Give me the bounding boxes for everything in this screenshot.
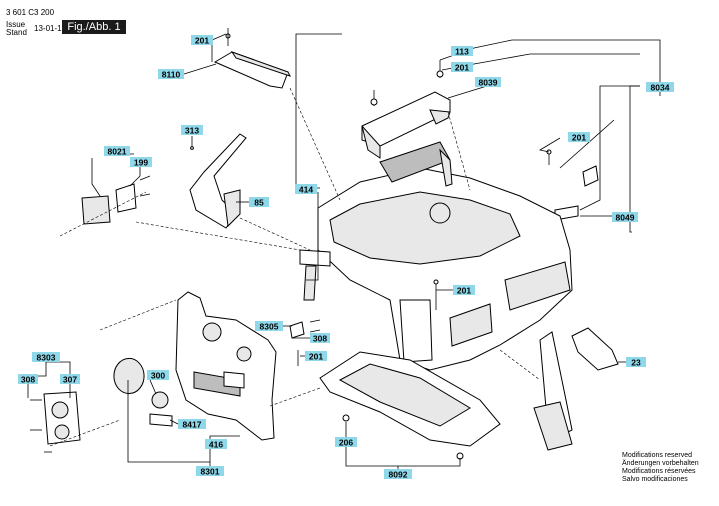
svg-text:201: 201 (455, 63, 469, 73)
svg-text:8303: 8303 (37, 353, 56, 363)
tag-313: 313 (181, 125, 203, 136)
tag-8417: 8417 (178, 419, 206, 430)
tag-308-a: 308 (310, 333, 330, 344)
tag-416: 416 (205, 439, 227, 450)
tag-8092: 8092 (384, 469, 412, 480)
clip-drawing (546, 149, 599, 221)
front-panel-drawing (113, 291, 277, 441)
tag-8303: 8303 (32, 352, 60, 363)
tag-307: 307 (60, 374, 80, 385)
note-en: Modifications reserved (622, 452, 693, 459)
tag-201-c: 201 (568, 132, 590, 143)
main-housing-drawing (317, 141, 573, 371)
svg-text:414: 414 (299, 185, 313, 195)
tag-414: 414 (295, 184, 317, 195)
side-handle-drawing (533, 327, 619, 451)
svg-text:307: 307 (63, 375, 77, 385)
tag-8021: 8021 (104, 146, 130, 157)
svg-text:8034: 8034 (651, 83, 670, 93)
svg-text:85: 85 (254, 198, 264, 208)
issue-date: 13-01-15 (34, 24, 67, 33)
tag-23: 23 (626, 357, 646, 368)
cord-hook-drawing (189, 133, 247, 229)
issue-label: Issue (6, 20, 26, 29)
tag-8034: 8034 (646, 82, 674, 93)
svg-text:8301: 8301 (201, 467, 220, 477)
top-bracket-drawing (361, 60, 451, 159)
modifications-note: Modifications reserved Änderungen vorbeh… (622, 452, 699, 484)
side-latch-drawing (299, 249, 331, 301)
svg-text:8417: 8417 (183, 420, 202, 430)
tag-206: 206 (335, 437, 357, 448)
tag-300: 300 (147, 370, 169, 381)
base-plate-drawing (319, 351, 501, 460)
svg-text:201: 201 (195, 36, 209, 46)
tag-308-b: 308 (18, 374, 38, 385)
small-clamp-drawing (289, 319, 321, 366)
svg-text:201: 201 (457, 286, 471, 296)
svg-text:8021: 8021 (108, 147, 127, 157)
tag-8301: 8301 (196, 466, 224, 477)
svg-text:206: 206 (339, 438, 353, 448)
assembly-dash-lines (49, 87, 541, 447)
part-code: 3 601 C3 200 (6, 8, 55, 17)
svg-text:8039: 8039 (479, 78, 498, 88)
tag-113: 113 (451, 46, 473, 57)
tag-201-b: 201 (451, 62, 473, 73)
svg-text:8110: 8110 (162, 70, 181, 80)
svg-text:313: 313 (185, 126, 199, 136)
note-fr: Modifications réservées (622, 468, 696, 475)
svg-text:308: 308 (21, 375, 35, 385)
tag-199: 199 (130, 157, 152, 168)
svg-text:201: 201 (572, 133, 586, 143)
tag-85: 85 (249, 197, 269, 208)
tag-8110: 8110 (158, 69, 184, 80)
note-de: Änderungen vorbehalten (622, 460, 699, 467)
stand-label: Stand (6, 28, 27, 37)
tag-201-e: 201 (305, 351, 327, 362)
svg-text:199: 199 (134, 158, 148, 168)
note-es: Salvo modificaciones (622, 476, 688, 483)
rear-bracket-drawing (30, 391, 81, 453)
tag-8305: 8305 (255, 321, 283, 332)
figure-label: Fig./Abb. 1 (62, 20, 126, 34)
svg-text:8092: 8092 (389, 470, 408, 480)
tag-201-top: 201 (191, 35, 213, 46)
carry-handle-drawing (213, 28, 291, 89)
tag-201-d: 201 (453, 285, 475, 296)
svg-text:201: 201 (309, 352, 323, 362)
tag-8049: 8049 (612, 212, 638, 223)
svg-text:308: 308 (313, 334, 327, 344)
svg-text:416: 416 (209, 440, 223, 450)
switch-drawing (81, 175, 151, 225)
svg-text:8305: 8305 (260, 322, 279, 332)
svg-text:8049: 8049 (616, 213, 635, 223)
svg-text:300: 300 (151, 371, 165, 381)
tag-8039: 8039 (475, 77, 501, 88)
svg-text:113: 113 (455, 47, 469, 57)
svg-text:23: 23 (631, 358, 641, 368)
